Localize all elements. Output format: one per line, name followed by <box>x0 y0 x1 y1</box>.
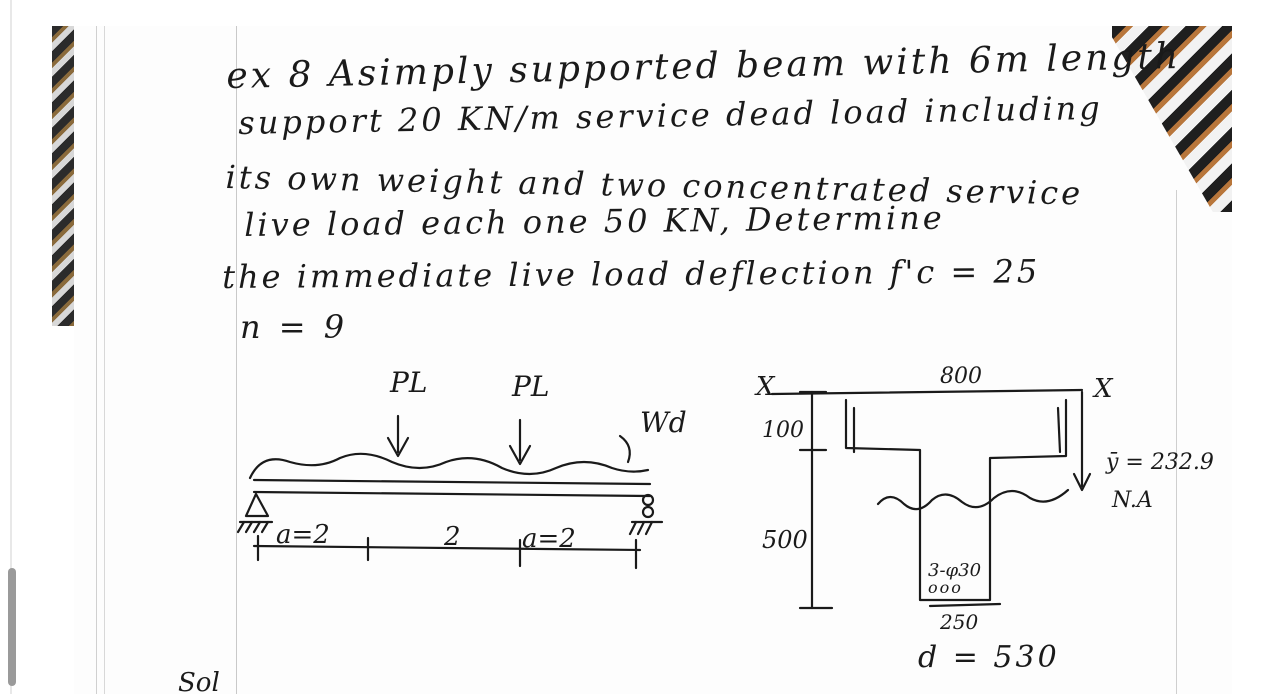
span-a-label: a=2 <box>276 520 330 550</box>
span-mid-label: 2 <box>444 522 461 552</box>
solution-heading-partial: Sol <box>178 668 220 698</box>
page-stack-edge <box>104 26 105 694</box>
x-axis-line <box>770 388 1084 396</box>
reinforcement-label: 3-φ30 <box>928 560 982 581</box>
flange-width-label: 800 <box>940 364 982 389</box>
distributed-load-label: Wd <box>640 406 687 439</box>
neutral-axis-label: N.A <box>1112 488 1153 513</box>
notebook-page <box>74 26 1232 694</box>
page-right-line <box>1176 190 1177 694</box>
neutral-axis-squiggle <box>876 488 1070 511</box>
axis-x-left: X <box>756 372 775 402</box>
pin-support <box>244 492 270 518</box>
distributed-load-curve <box>248 452 650 480</box>
rebar-circles: ooo <box>928 578 963 597</box>
centroid-label: ȳ = 232.9 <box>1106 450 1214 475</box>
viewer-left-edge <box>10 0 12 694</box>
page-margin-line <box>236 26 237 694</box>
effective-depth-label: d = 530 <box>918 640 1060 675</box>
beam-top-edge <box>252 478 652 486</box>
axis-x-right: X <box>1094 374 1113 404</box>
load-label-1: PL <box>390 366 428 399</box>
t-section-outline <box>844 398 1068 602</box>
wd-pointer <box>618 434 631 464</box>
span-b-label: a=2 <box>522 524 576 554</box>
flange-depth-label: 100 <box>762 418 804 443</box>
problem-line-6: n = 9 <box>240 308 349 346</box>
binder-rings-left <box>52 26 74 326</box>
web-depth-label: 500 <box>762 526 808 554</box>
web-width-label: 250 <box>940 610 979 634</box>
scrollbar-thumb[interactable] <box>8 568 16 686</box>
load-label-2: PL <box>512 370 550 403</box>
page-stack-edge <box>96 26 97 694</box>
span-dimension-line <box>252 544 642 552</box>
beam-bottom-edge <box>252 490 652 498</box>
roller-support <box>641 493 655 507</box>
